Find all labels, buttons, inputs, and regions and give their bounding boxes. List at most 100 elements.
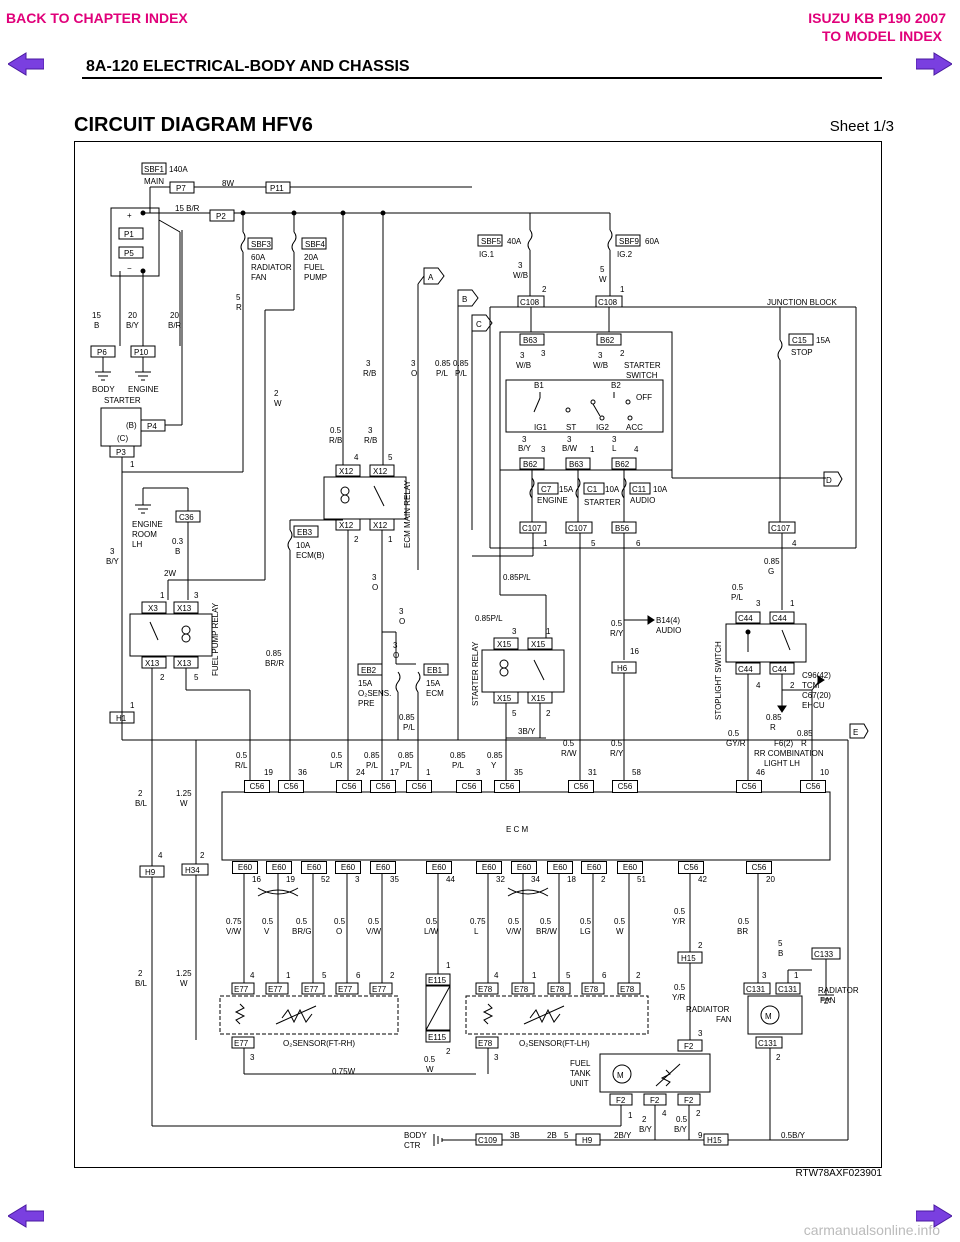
ecm-connector-c56: C56	[336, 780, 362, 793]
svg-text:R/B: R/B	[363, 369, 376, 378]
stoplight-switch: 0.5 P/L 3 1 C44 C44 C44 C44 4 2 STOPLIGH…	[714, 583, 831, 780]
svg-text:V: V	[264, 927, 270, 936]
svg-text:FUEL: FUEL	[304, 263, 325, 272]
svg-text:STARTER: STARTER	[104, 396, 141, 405]
svg-text:L/W: L/W	[424, 927, 439, 936]
svg-text:1: 1	[590, 445, 595, 454]
svg-text:STARTER: STARTER	[584, 498, 621, 507]
prev-page-arrow-icon-bottom[interactable]	[8, 1204, 44, 1228]
svg-text:E78: E78	[478, 1039, 493, 1048]
svg-text:0.5: 0.5	[738, 917, 750, 926]
sheet-number: Sheet 1/3	[829, 118, 894, 135]
main-fuse-group: SBF1 140A MAIN P7 P11 8W	[141, 162, 472, 213]
ecm-connector-e60: E60	[581, 861, 607, 874]
svg-text:BR: BR	[737, 927, 748, 936]
svg-text:IG2: IG2	[596, 423, 609, 432]
svg-text:PRE: PRE	[358, 699, 374, 708]
diagram-frame	[74, 141, 882, 1168]
svg-text:C107: C107	[522, 524, 542, 533]
svg-text:C67(20): C67(20)	[802, 691, 831, 700]
svg-text:C15: C15	[792, 336, 807, 345]
svg-text:B/L: B/L	[135, 979, 148, 988]
svg-text:O: O	[372, 583, 378, 592]
radiator-fan: 2 H15 0.5 Y/R RADIAITOR FAN 3 5 B C133 R…	[672, 939, 859, 1140]
svg-text:+: +	[127, 211, 132, 220]
prev-page-arrow-icon[interactable]	[8, 52, 44, 76]
header-rule	[82, 77, 882, 79]
svg-text:3B: 3B	[510, 1131, 520, 1140]
svg-text:R/Y: R/Y	[610, 749, 624, 758]
svg-text:Y: Y	[491, 761, 497, 770]
svg-text:15: 15	[92, 311, 101, 320]
svg-text:5: 5	[564, 1131, 569, 1140]
svg-text:0.85: 0.85	[764, 557, 780, 566]
svg-text:B/W: B/W	[562, 444, 578, 453]
svg-text:ENGINE: ENGINE	[537, 496, 568, 505]
svg-text:BR/R: BR/R	[265, 659, 284, 668]
c15-stop-fuse: C15 15A STOP	[777, 307, 831, 522]
svg-text:C108: C108	[598, 298, 618, 307]
e115-component: 1 E115 E115 2 0.5 W	[424, 961, 451, 1074]
circuit-diagram: SBF1 140A MAIN P7 P11 8W + P1 P5 − P2 15…	[90, 162, 869, 1150]
svg-text:P/L: P/L	[455, 369, 468, 378]
svg-text:P/L: P/L	[436, 369, 449, 378]
svg-text:O: O	[399, 617, 405, 626]
ecm-connector-e60: E60	[617, 861, 643, 874]
starter-motor: STARTER (B) (C) P4 P3 1	[100, 230, 183, 740]
svg-text:AUDIO: AUDIO	[656, 626, 681, 635]
starter-relay: 0.85P/L 3 1 X15 X15 X15 X15 5 2 STARTER …	[471, 614, 565, 780]
svg-text:15A: 15A	[426, 679, 441, 688]
svg-text:5: 5	[388, 453, 393, 462]
battery-block: + P1 P5 − P2 15 B/R	[110, 204, 610, 346]
svg-text:3: 3	[250, 1053, 255, 1062]
svg-text:E77: E77	[338, 985, 353, 994]
to-model-index-link[interactable]: TO MODEL INDEX	[821, 28, 942, 44]
ecm-pin-number: 42	[698, 875, 707, 884]
svg-text:4: 4	[662, 1109, 667, 1118]
svg-text:R/L: R/L	[235, 761, 248, 770]
svg-text:O₂SENSOR(FT-LH): O₂SENSOR(FT-LH)	[519, 1039, 590, 1048]
next-page-arrow-icon-bottom[interactable]	[916, 1204, 952, 1228]
svg-text:P7: P7	[176, 184, 186, 193]
ecm-pin-number: 3	[476, 768, 481, 777]
ecm-pin-number: 52	[321, 875, 330, 884]
svg-text:W/B: W/B	[516, 361, 531, 370]
svg-text:O: O	[336, 927, 342, 936]
svg-text:3: 3	[541, 349, 546, 358]
ecm-pin-number: 10	[820, 768, 829, 777]
svg-text:P10: P10	[134, 348, 149, 357]
svg-text:JUNCTION BLOCK: JUNCTION BLOCK	[767, 298, 837, 307]
back-to-chapter-link[interactable]: BACK TO CHAPTER INDEX	[6, 10, 188, 26]
svg-text:Y/R: Y/R	[672, 917, 686, 926]
svg-text:2: 2	[696, 1109, 701, 1118]
svg-text:W: W	[426, 1065, 434, 1074]
svg-text:B/Y: B/Y	[126, 321, 140, 330]
svg-text:STARTER: STARTER	[624, 361, 661, 370]
svg-text:1: 1	[790, 599, 795, 608]
svg-text:E77: E77	[268, 985, 283, 994]
svg-text:0.5: 0.5	[426, 917, 438, 926]
svg-text:2: 2	[642, 1115, 647, 1124]
fuel-pump-relay: 1 3 X3 X13 X13 X13 2 5 FUEL PUMP RELAY	[129, 591, 251, 866]
svg-text:0.5: 0.5	[563, 739, 575, 748]
next-page-arrow-icon[interactable]	[916, 52, 952, 76]
svg-text:1: 1	[628, 1111, 633, 1120]
svg-text:10A: 10A	[296, 541, 311, 550]
svg-text:(B): (B)	[126, 421, 137, 430]
ecm-connector-e60: E60	[476, 861, 502, 874]
sbf9-fuse: SBF9 60A IG.2 5 W	[599, 213, 660, 296]
svg-text:1.25: 1.25	[176, 969, 192, 978]
ecm-pin-number: 35	[390, 875, 399, 884]
svg-text:W/B: W/B	[513, 271, 528, 280]
svg-text:BODY: BODY	[92, 385, 115, 394]
o2-sensor-lh: 4 1 5 6 2 E78 E78 E78 E78 E78 E78 3 O₂SE…	[465, 971, 649, 1074]
ecm-connector-e60: E60	[370, 861, 396, 874]
svg-text:3: 3	[567, 435, 572, 444]
svg-text:8W: 8W	[222, 179, 234, 188]
svg-text:10A: 10A	[605, 485, 620, 494]
svg-text:6: 6	[636, 539, 641, 548]
ecm-connector-c56: C56	[456, 780, 482, 793]
svg-text:5: 5	[322, 971, 327, 980]
svg-text:L/R: L/R	[330, 761, 343, 770]
svg-text:0.5: 0.5	[236, 751, 248, 760]
